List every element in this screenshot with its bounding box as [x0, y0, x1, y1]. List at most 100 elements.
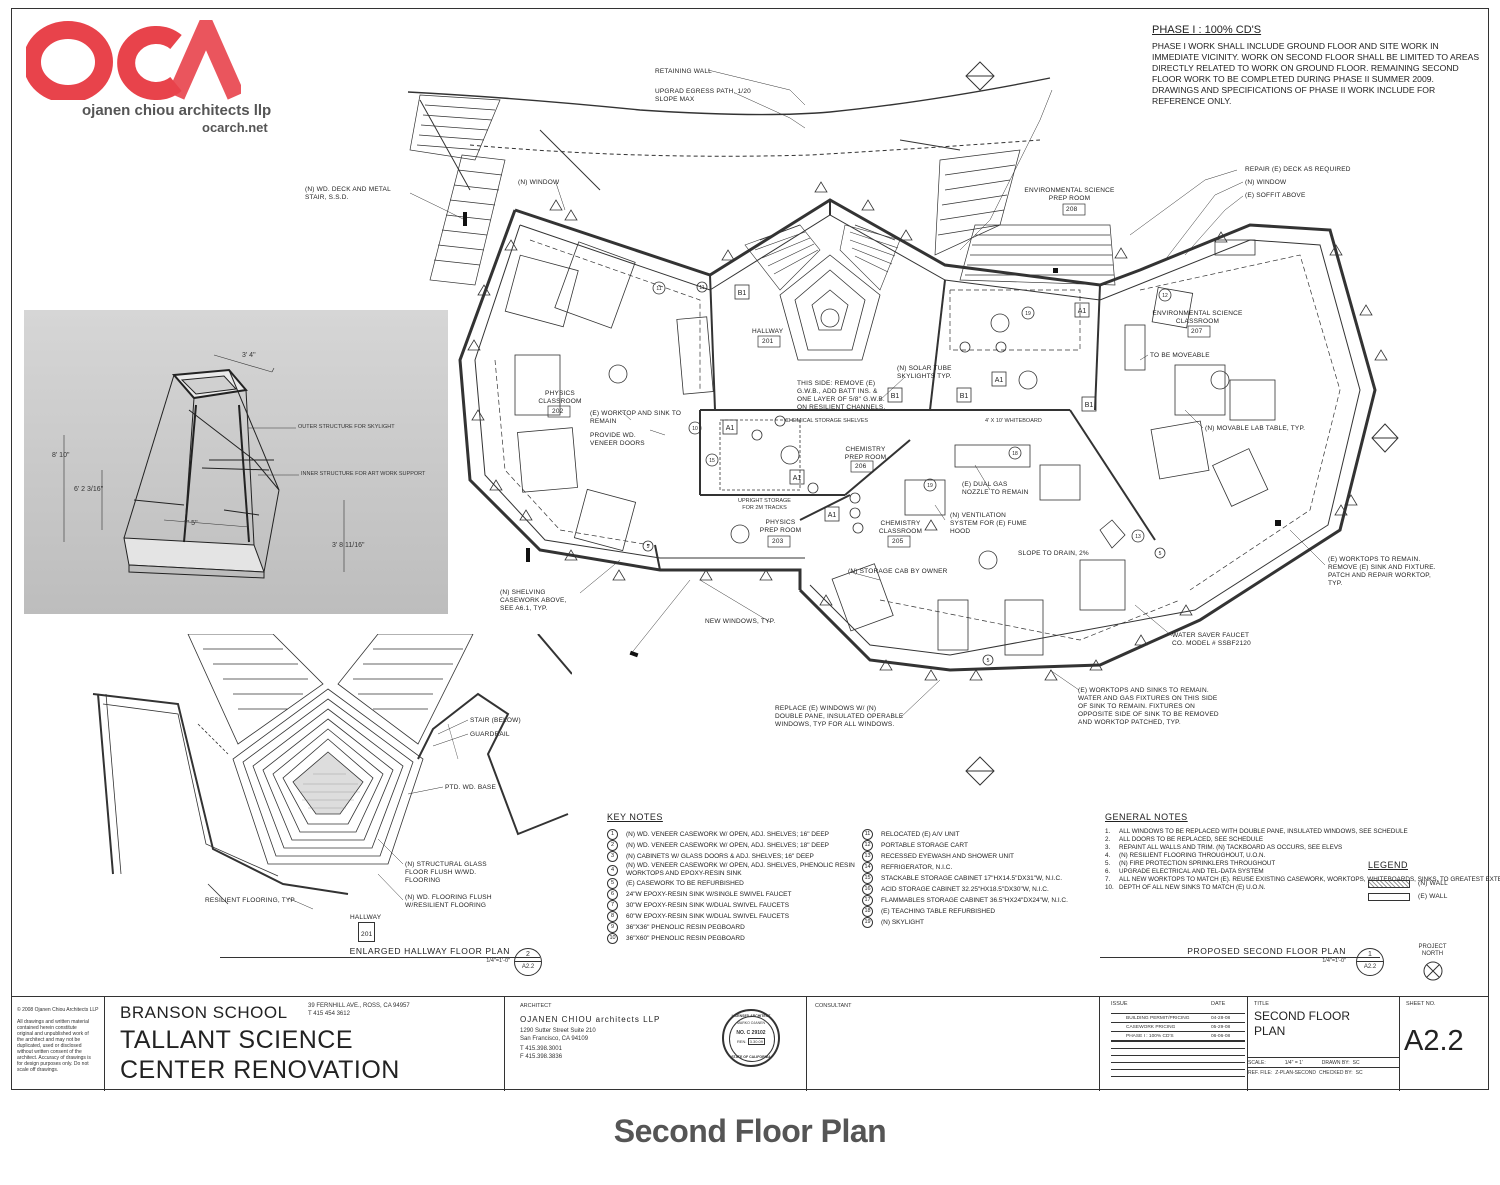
general-note-number: 7.: [1105, 876, 1111, 883]
date-header: DATE: [1211, 1001, 1226, 1007]
label-movable-lab: (N) MOVABLE LAB TABLE, TYP.: [1205, 425, 1306, 432]
key-note-number: 15: [862, 873, 873, 884]
proposed-plan-tag: 1 A2.2: [1356, 948, 1384, 976]
label-chem-prep-num: 206: [855, 463, 867, 470]
issue-date: 04-28-08: [1211, 1015, 1231, 1021]
key-note-item: 2(N) WD. VENEER CASEWORK W/ OPEN, ADJ. S…: [607, 840, 862, 851]
proposed-title-text: PROPOSED SECOND FLOOR PLAN: [1187, 946, 1346, 956]
key-note-number: 11: [862, 829, 873, 840]
proposed-plan-title: PROPOSED SECOND FLOOR PLAN 1/4"=1'-0": [1100, 946, 1380, 965]
label-env-prep-num: 208: [1066, 206, 1078, 213]
oca-logo-mark: [23, 5, 245, 103]
enlarged-title-text: ENLARGED HALLWAY FLOOR PLAN: [349, 946, 510, 956]
legend: LEGEND (N) WALL (E) WALL: [1368, 860, 1468, 901]
stamp-bottom: STATE OF CALIFORNIA: [731, 1055, 771, 1059]
issue-header: ISSUE: [1111, 1001, 1128, 1007]
svg-text:A1: A1: [1078, 308, 1087, 315]
project-name-line-2: CENTER RENOVATION: [120, 1056, 400, 1084]
enlarged-glass-label: (N) STRUCTURAL GLASS FLOOR FLUSH W/WD. F…: [405, 861, 487, 884]
label-soffit: (E) SOFFIT ABOVE: [1245, 192, 1306, 199]
sheet-no-label: SHEET NO.: [1406, 1001, 1436, 1007]
label-retaining-wall: RETAINING WALL: [655, 68, 712, 75]
label-chem-classroom: CHEMISTRY CLASSROOM: [878, 520, 923, 535]
stamp-ren: REN. 3.30.09: [724, 1038, 778, 1045]
ref-value: Z-PLAN-SECOND: [1275, 1070, 1317, 1076]
sheet-title-line-2: PLAN: [1254, 1024, 1286, 1038]
general-note-item: 7. ALL NEW WORKTOPS TO MATCH (E). REUSE E…: [1105, 876, 1500, 884]
label-storage-cab: (N) STORAGE CAB BY OWNER: [848, 568, 948, 575]
key-note-item: 19(N) SKYLIGHT: [862, 917, 1092, 928]
key-note-text: (N) CABINETS W/ GLASS DOORS & ADJ. SHELV…: [626, 852, 814, 860]
label-hallway-num: 201: [762, 338, 774, 345]
general-note-item: 10.DEPTH OF ALL NEW SINKS TO MATCH (E) U…: [1105, 884, 1325, 892]
issue-date: 06-06-08: [1211, 1033, 1231, 1039]
key-notes: KEY NOTES 1(N) WD. VENEER CASEWORK W/ OP…: [607, 812, 1097, 944]
svg-text:B1: B1: [1085, 402, 1094, 409]
consultant-label: CONSULTANT: [815, 1003, 852, 1009]
scale-label: SCALE:: [1248, 1060, 1266, 1066]
general-note-text: (N) FIRE PROTECTION SPRINKLERS THROUGHOU…: [1119, 860, 1276, 867]
key-note-item: 11 RELOCATED (E) A/V UNIT: [862, 829, 1092, 840]
skylight-dim-right: 3' 8 11/16": [332, 542, 365, 549]
svg-text:11: 11: [699, 285, 704, 291]
key-notes-title: KEY NOTES: [607, 812, 663, 822]
label-env-prep: ENVIRONMENTAL SCIENCE PREP ROOM: [1024, 187, 1115, 202]
key-note-text: REFRIGERATOR, N.I.C.: [881, 863, 953, 871]
proposed-tag-sheet: A2.2: [1363, 964, 1377, 970]
enlarged-scale: 1/4"=1'-0": [486, 958, 510, 964]
key-note-number: 5: [607, 878, 618, 889]
label-moveable: TO BE MOVEABLE: [1150, 352, 1210, 359]
enlarged-hallway-label: HALLWAY: [350, 914, 382, 921]
label-solar-tube: (N) SOLAR TUBE SKYLIGHTS TYP.: [897, 365, 952, 380]
school-phone: T 415 454 3612: [308, 1011, 350, 1017]
stamp-ren-label: REN.: [736, 1039, 747, 1044]
firm-logo: ojanen chiou architects llp ocarch.net: [23, 5, 296, 140]
general-note-text: ALL NEW WORKTOPS TO MATCH (E). REUSE EXI…: [1119, 876, 1500, 883]
issue-name: CASEWORK PRICING: [1126, 1024, 1176, 1030]
enlarged-hallway-num-text: 201: [361, 931, 373, 938]
label-ventilation: (N) VENTILATION SYSTEM FOR (E) FUME HOOD: [950, 512, 1027, 535]
label-worktops-sinks: (E) WORKTOPS AND SINKS TO REMAIN. WATER …: [1078, 687, 1219, 726]
key-note-text: RECESSED EYEWASH AND SHOWER UNIT: [881, 852, 1015, 860]
general-note-number: 10.: [1105, 884, 1114, 891]
svg-text:5: 5: [647, 544, 650, 550]
scale-value: 1/4" = 1': [1284, 1060, 1303, 1066]
key-note-number: 19: [862, 917, 873, 928]
enlarged-flooring-label: (N) WD. FLOORING FLUSH W/RESILIENT FLOOR…: [405, 894, 492, 909]
key-note-text: FLAMMABLES STORAGE CABINET 36.5"HX24"DX2…: [881, 896, 1068, 904]
title-block: © 2008 Ojanen Chiou Architects LLP All d…: [11, 996, 1489, 1091]
phase-title: PHASE I : 100% CD'S: [1152, 24, 1262, 36]
phase-text: PHASE I WORK SHALL INCLUDE GROUND FLOOR …: [1152, 41, 1480, 106]
label-chem-prep: CHEMISTRY PREP ROOM: [844, 446, 887, 461]
general-note-item: 4.(N) RESILIENT FLOORING THROUGHOUT, U.O…: [1105, 852, 1325, 860]
label-repair-deck: REPAIR (E) DECK AS REQUIRED: [1245, 166, 1351, 173]
general-note-item: 5.(N) FIRE PROTECTION SPRINKLERS THROUGH…: [1105, 860, 1325, 868]
general-note-number: 3.: [1105, 844, 1111, 851]
architect-address-1: 1290 Sutter Street Suite 210: [520, 1028, 596, 1034]
label-deck-stair: (N) WD. DECK AND METAL STAIR, S.S.D.: [305, 186, 391, 201]
disclaimer: All drawings and written material contai…: [17, 1019, 91, 1073]
stamp-number: NO. C 29102: [736, 1030, 766, 1036]
north-arrow: PROJECT NORTH: [1410, 944, 1455, 987]
sheet-number: A2.2: [1404, 1025, 1464, 1057]
svg-text:5: 5: [987, 658, 990, 664]
key-note-number: 4: [607, 864, 618, 876]
project-name-line-1: TALLANT SCIENCE: [120, 1026, 354, 1054]
key-note-text: RELOCATED (E) A/V UNIT: [881, 830, 960, 838]
key-note-text: ACID STORAGE CABINET 32.25"HX18.5"DX30"W…: [881, 885, 1049, 893]
skylight-dim-top: 3' 4": [242, 352, 256, 359]
general-note-text: UPGRADE ELECTRICAL AND TEL-DATA SYSTEM: [1119, 868, 1264, 875]
enlarged-hallway-num: 201: [358, 922, 376, 942]
key-note-number: 9: [607, 922, 618, 933]
key-note-number: 7: [607, 900, 618, 911]
key-note-text: (N) WD. VENEER CASEWORK W/ OPEN, ADJ. SH…: [626, 862, 855, 877]
issue-date: 05-29-08: [1211, 1024, 1231, 1030]
school-name: BRANSON SCHOOL: [120, 1003, 288, 1022]
north-arrow-icon: [1423, 961, 1442, 981]
key-note-text: (E) CASEWORK TO BE REFURBISHED: [626, 879, 744, 887]
architect-fax: F 415.398.3836: [520, 1054, 563, 1060]
drawing-sheet: [11, 8, 1489, 1090]
